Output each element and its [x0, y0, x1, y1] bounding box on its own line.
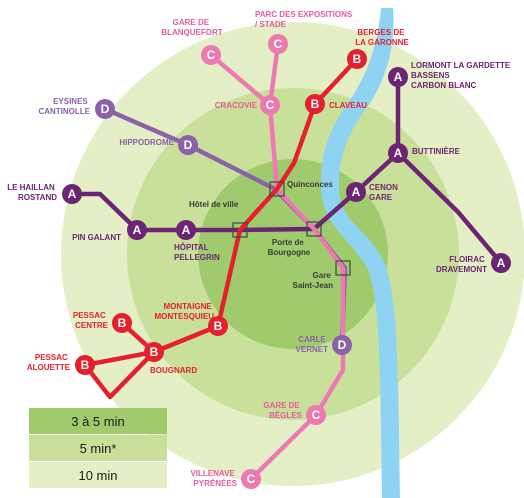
svg-text:A: A — [68, 187, 77, 201]
label-gare-st-jean: Gare Saint-Jean — [293, 271, 334, 290]
legend-inner-zone: 3 à 5 min — [29, 408, 167, 434]
travel-time-legend: 3 à 5 min 5 min* 10 min — [29, 408, 167, 489]
station-montaigne[interactable]: B — [208, 316, 228, 336]
station-hopital-pellegrin[interactable]: A — [176, 220, 196, 240]
station-berges-garonne[interactable]: B — [347, 49, 367, 69]
station-pessac-centre[interactable]: B — [112, 313, 132, 333]
svg-text:D: D — [338, 338, 347, 352]
svg-text:A: A — [182, 223, 191, 237]
label-berges-garonne: BERGES DE LA GARONNE — [355, 28, 409, 47]
label-villenave: VILLENAVE PYRÉNÉES — [190, 469, 237, 488]
label-cenon-gare: CENON GARE — [369, 183, 400, 202]
legend-middle-label: 5 min* — [79, 440, 117, 456]
label-carle-vernet: CARLE VERNET — [296, 335, 329, 354]
label-eysines: EYSINES CANTINOLLE — [38, 97, 90, 116]
legend-inner-label: 3 à 5 min — [71, 413, 125, 429]
station-le-haillan[interactable]: A — [62, 184, 82, 204]
label-le-haillan: LE HAILLAN ROSTAND — [7, 183, 57, 202]
station-hippodrome[interactable]: D — [178, 135, 198, 155]
svg-text:A: A — [497, 256, 506, 270]
line-c-blanquefort — [208, 52, 273, 108]
label-claveau: CLAVEAU — [329, 101, 367, 110]
label-gare-begles: GARE DE BÈGLES — [263, 401, 302, 420]
svg-text:C: C — [207, 48, 216, 62]
label-pin-galant: PIN GALANT — [72, 233, 121, 242]
station-claveau[interactable]: B — [305, 94, 325, 114]
svg-text:A: A — [394, 70, 403, 84]
station-cenon-gare[interactable]: A — [346, 182, 366, 202]
legend-outer-label: 10 min — [78, 467, 118, 483]
station-gare-begles[interactable]: C — [306, 405, 326, 425]
label-buttiniere: BUTTINIÈRE — [412, 147, 461, 156]
label-quinconces: Quinconces — [287, 180, 333, 189]
svg-text:B: B — [311, 97, 320, 111]
svg-text:D: D — [184, 138, 193, 152]
label-hippodrome: HIPPODROME — [119, 138, 174, 147]
label-porte-bourgogne: Porte de Bourgogne — [268, 238, 311, 257]
interchange-hotel-de-ville[interactable] — [232, 222, 248, 238]
station-lormont[interactable]: A — [388, 67, 408, 87]
label-lormont: LORMONT LA GARDETTE BASSENS CARBON BLANC — [411, 61, 512, 90]
label-bougnard: BOUGNARD — [150, 366, 197, 375]
station-floirac[interactable]: A — [491, 253, 511, 273]
svg-text:C: C — [274, 37, 283, 51]
svg-text:C: C — [247, 472, 256, 486]
station-carle-vernet[interactable]: D — [332, 335, 352, 355]
svg-text:C: C — [266, 98, 275, 112]
label-cracovie: CRACOVIE — [215, 101, 258, 110]
svg-text:A: A — [394, 146, 403, 160]
svg-text:B: B — [118, 316, 127, 330]
svg-text:C: C — [312, 408, 321, 422]
label-hotel-de-ville: Hôtel de ville — [189, 200, 239, 209]
svg-text:B: B — [150, 345, 159, 359]
label-parc-expo: PARC DES EXPOSITIONS / STADE — [255, 10, 354, 29]
svg-text:A: A — [352, 185, 361, 199]
svg-text:B: B — [81, 358, 90, 372]
station-gare-blanquefort[interactable]: C — [201, 45, 221, 65]
station-bougnard[interactable]: B — [144, 342, 164, 362]
label-pessac-centre: PESSAC CENTRE — [73, 311, 109, 330]
label-floirac: FLOIRAC DRAVEMONT — [436, 255, 487, 274]
svg-text:D: D — [101, 102, 110, 116]
station-cracovie[interactable]: C — [260, 95, 280, 115]
station-villenave[interactable]: C — [241, 469, 261, 489]
legend-outer-zone: 10 min — [29, 462, 167, 488]
interchange-quinconces[interactable] — [269, 181, 285, 197]
label-montaigne: MONTAIGNE MONTESQUIEU — [154, 302, 214, 321]
svg-text:A: A — [133, 223, 142, 237]
station-buttiniere[interactable]: A — [388, 143, 408, 163]
svg-text:B: B — [353, 52, 362, 66]
svg-text:B: B — [214, 319, 223, 333]
interchange-porte-bourgogne[interactable] — [306, 221, 322, 237]
legend-middle-zone: 5 min* — [29, 435, 167, 461]
label-hopital-pellegrin: HÔPITAL PELLEGRIN — [174, 243, 220, 262]
label-pessac-alouette: PESSAC ALOUETTE — [27, 353, 71, 372]
station-parc-expo[interactable]: C — [268, 34, 288, 54]
label-gare-blanquefort: GARE DE BLANQUEFORT — [161, 18, 222, 37]
river-garonne — [320, 8, 400, 498]
station-eysines[interactable]: D — [95, 99, 115, 119]
station-pessac-alouette[interactable]: B — [75, 355, 95, 375]
station-pin-galant[interactable]: A — [127, 220, 147, 240]
interchange-gare-st-jean[interactable] — [335, 260, 351, 276]
